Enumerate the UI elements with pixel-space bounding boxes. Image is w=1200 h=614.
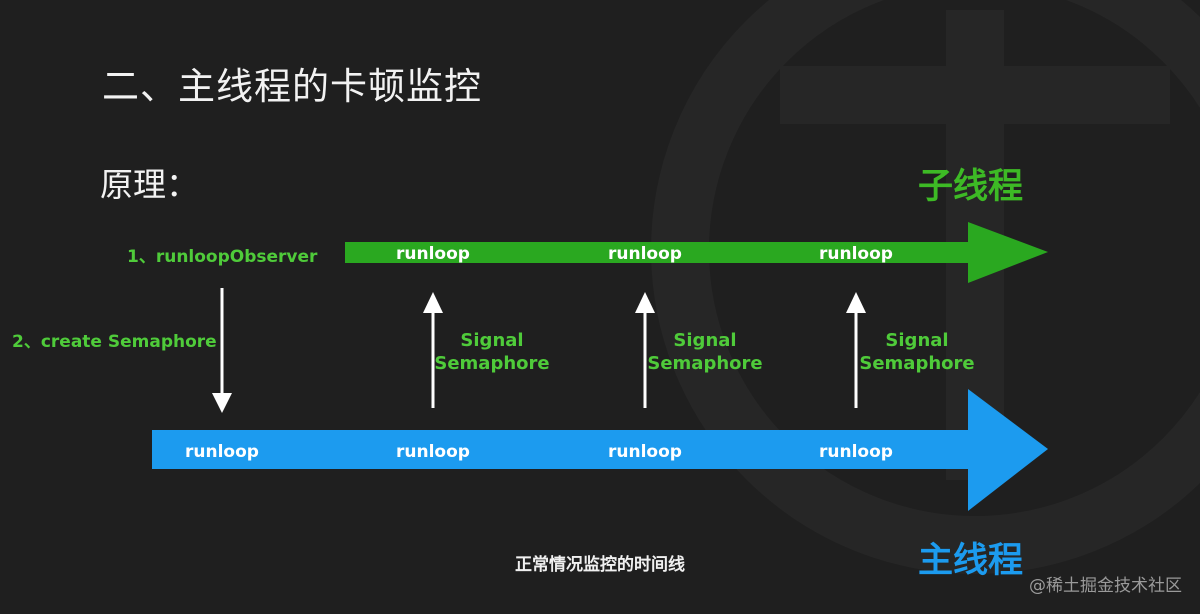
step-runloop-observer: 1、runloopObserver: [127, 247, 318, 267]
arrow-up-icon: [423, 292, 443, 408]
sub-thread-arrow: [345, 222, 1048, 283]
signal-line: Signal: [673, 330, 737, 351]
main-thread-label: 主线程: [918, 541, 1024, 581]
main-runloop-label: runloop: [608, 442, 682, 462]
main-runloop-label: runloop: [819, 442, 893, 462]
diagram-caption: 正常情况监控的时间线: [515, 555, 685, 575]
sub-thread-label: 子线程: [918, 167, 1024, 207]
signal-line: Signal: [460, 330, 524, 351]
semaphore-line: Semaphore: [647, 353, 763, 374]
arrow-up-icon: [846, 292, 866, 408]
semaphore-line: Semaphore: [434, 353, 550, 374]
arrow-down-icon: [212, 288, 232, 413]
arrow-up-icon: [635, 292, 655, 408]
sub-runloop-label: runloop: [608, 244, 682, 264]
signal-semaphore-label: Signal Semaphore: [852, 329, 982, 375]
step-create-semaphore: 2、create Semaphore: [12, 332, 217, 352]
main-runloop-label: runloop: [185, 442, 259, 462]
signal-line: Signal: [885, 330, 949, 351]
semaphore-line: Semaphore: [859, 353, 975, 374]
main-thread-arrow: [152, 389, 1048, 511]
main-runloop-label: runloop: [396, 442, 470, 462]
sub-runloop-label: runloop: [819, 244, 893, 264]
signal-semaphore-label: Signal Semaphore: [427, 329, 557, 375]
sub-runloop-label: runloop: [396, 244, 470, 264]
principle-label: 原理：: [100, 165, 199, 204]
slide-title: 二、主线程的卡顿监控: [102, 65, 482, 108]
site-credit: @稀土掘金技术社区: [1029, 576, 1182, 596]
signal-semaphore-label: Signal Semaphore: [640, 329, 770, 375]
